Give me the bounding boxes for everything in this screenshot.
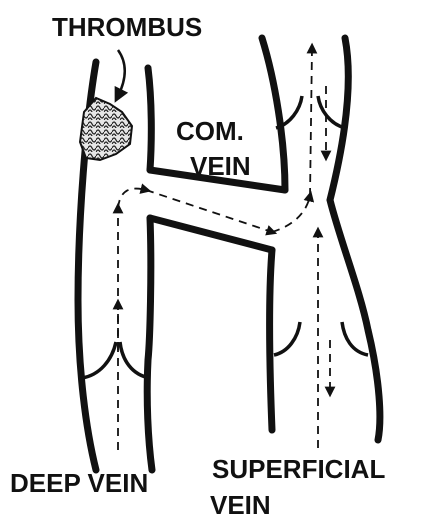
communicating-vein-label-line2: VEIN	[190, 153, 251, 179]
superficial-vein-label-line1: SUPERFICIAL	[212, 456, 385, 482]
thrombus-pointer-arrow	[118, 50, 125, 96]
superficial-vein-label-line2: VEIN	[210, 492, 271, 518]
thrombus-icon	[80, 98, 132, 160]
deep-vein-label: DEEP VEIN	[10, 470, 148, 496]
communicating-vein-walls	[150, 170, 285, 250]
superficial-vein-walls	[262, 38, 380, 440]
thrombus-label: THROMBUS	[52, 14, 202, 40]
communicating-vein-label-line1: COM.	[176, 118, 244, 144]
